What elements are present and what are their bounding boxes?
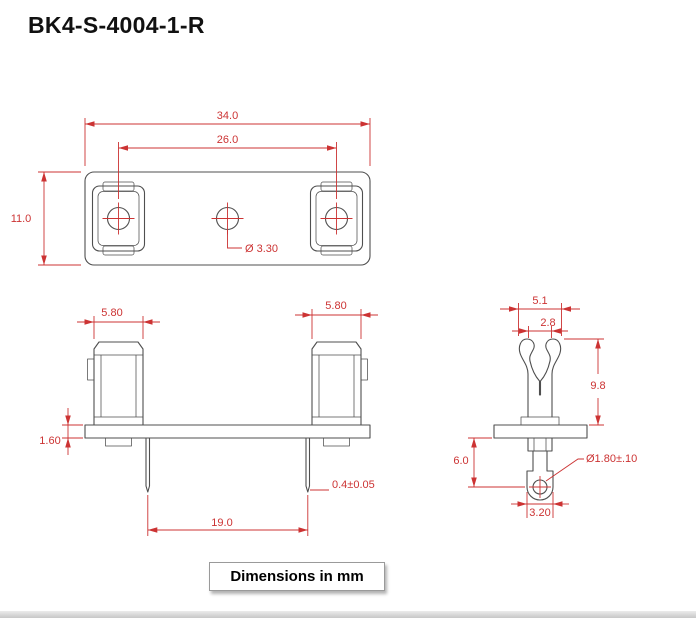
page-bottom-edge xyxy=(0,611,696,618)
front-right-clip-tab xyxy=(360,358,368,381)
dim-base-thickness: 1.60 xyxy=(39,408,83,455)
dim-right-clip-width-ext xyxy=(311,309,362,339)
dim-pin-hole-leader xyxy=(545,458,584,482)
dim-opening: 2.8 xyxy=(512,317,568,338)
front-right-standoff xyxy=(323,437,350,447)
dim-pin-thickness-label: 0.4±0.05 xyxy=(332,479,375,491)
center-hole-center-mark xyxy=(211,202,244,235)
dim-clip-spacing-label: 26.0 xyxy=(217,134,238,146)
side-clip-left-arm xyxy=(518,338,541,418)
dim-pin-length: 6.0 xyxy=(453,437,525,488)
dim-overall-depth: 11.0 xyxy=(11,171,81,266)
dim-eyelet-width-label: 3.20 xyxy=(529,507,550,519)
dim-left-clip-width-label: 5.80 xyxy=(101,307,122,319)
dim-clip-height: 9.8 xyxy=(564,338,606,426)
dim-left-clip-width: 5.80 xyxy=(77,307,160,339)
front-left-standoff xyxy=(105,437,132,447)
front-right-pin xyxy=(305,437,311,493)
dim-right-clip-width-label: 5.80 xyxy=(325,300,346,312)
dim-pin-hole: Ø1.80±.10 xyxy=(545,453,637,482)
top-view: 34.0 26.0 11.0 Ø 3.30 xyxy=(11,110,371,266)
dim-overall-width: 34.0 xyxy=(84,110,371,166)
dim-clip-spacing-ext xyxy=(118,142,337,199)
dim-clip-height-label: 9.8 xyxy=(590,380,605,392)
dim-pin-spacing-label: 19.0 xyxy=(211,517,232,529)
left-clip-bottom-tab xyxy=(102,245,135,256)
side-boss xyxy=(527,437,553,452)
side-pin-eyelet xyxy=(526,450,554,501)
top-view-body-outline xyxy=(84,171,371,266)
front-right-clip-detail xyxy=(311,354,362,418)
dim-pin-spacing: 19.0 xyxy=(147,495,309,536)
part-number-title: BK4-S-4004-1-R xyxy=(28,12,205,38)
dim-opening-label: 2.8 xyxy=(540,317,555,329)
dim-clip-spacing: 26.0 xyxy=(118,134,337,199)
dim-center-hole-leader xyxy=(227,230,242,249)
front-base-plate xyxy=(84,424,371,439)
front-right-clip xyxy=(311,341,368,426)
dim-left-clip-width-ext xyxy=(93,316,144,339)
front-left-clip-detail xyxy=(93,354,144,418)
side-clip-profile xyxy=(518,338,562,418)
dim-center-hole: Ø 3.30 xyxy=(227,230,278,255)
side-clip-flange xyxy=(520,416,560,426)
dim-overall-depth-label: 11.0 xyxy=(11,213,32,225)
left-clip-center-mark xyxy=(102,202,135,235)
dim-overall-width-label: 34.0 xyxy=(217,110,238,122)
dim-right-clip-width: 5.80 xyxy=(295,300,378,339)
dim-center-hole-label: Ø 3.30 xyxy=(245,243,278,255)
front-view: 5.80 5.80 1.60 0.4±0.05 xyxy=(39,300,378,536)
side-boss-detail xyxy=(533,437,547,452)
dim-top-width: 5.1 xyxy=(500,295,580,336)
eyelet-hole-center-mark xyxy=(529,476,551,498)
front-left-pin xyxy=(145,437,151,493)
dim-pin-length-label: 6.0 xyxy=(453,455,468,467)
dim-eyelet-width: 3.20 xyxy=(511,492,569,519)
right-clip-bottom-tab xyxy=(320,245,353,256)
dim-base-thickness-ext xyxy=(62,424,83,439)
dim-top-width-label: 5.1 xyxy=(532,295,547,307)
dim-pin-hole-label: Ø1.80±.10 xyxy=(586,453,637,465)
dimensions-note: Dimensions in mm xyxy=(209,562,385,591)
right-clip-center-mark xyxy=(320,202,353,235)
side-clip-right-arm xyxy=(539,338,562,418)
dim-base-thickness-label: 1.60 xyxy=(39,435,60,447)
dim-pin-thickness: 0.4±0.05 xyxy=(310,479,375,491)
side-view: 5.1 2.8 9.8 6.0 Ø1 xyxy=(453,295,637,519)
front-left-clip-tab xyxy=(87,358,95,381)
side-base-plate xyxy=(493,424,588,439)
dim-pin-length-ext xyxy=(468,437,525,488)
dim-pin-spacing-ext xyxy=(147,495,309,536)
front-left-clip xyxy=(87,341,144,426)
